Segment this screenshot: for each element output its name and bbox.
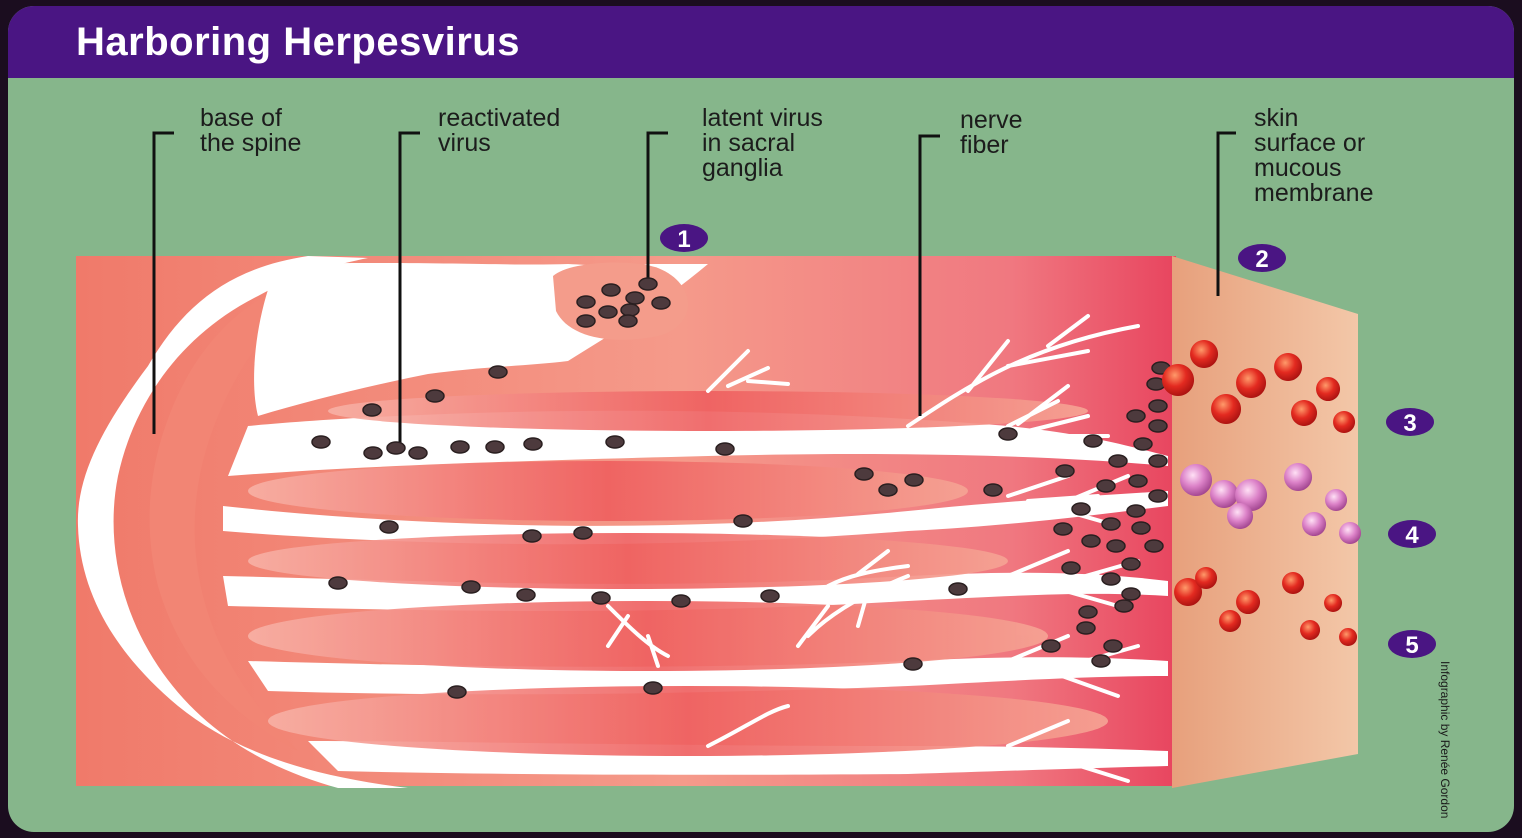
step-marker-5-label: 5 [1405, 632, 1418, 659]
label-nerve-fiber: nerve fiber [960, 108, 1023, 158]
label-reactivated-virus-line-1: reactivated [438, 106, 560, 131]
step-marker-5: 5 [1388, 630, 1436, 659]
label-reactivated-virus: reactivated virus [438, 106, 560, 156]
step-marker-3: 3 [1386, 408, 1434, 437]
step-marker-1: 1 [660, 224, 708, 253]
label-reactivated-virus-line-2: virus [438, 131, 560, 156]
step-marker-2-label: 2 [1255, 246, 1268, 273]
step-marker-4-label: 4 [1405, 522, 1419, 549]
label-base-of-spine-line-1: base of [200, 106, 301, 131]
label-latent-virus: latent virus in sacral ganglia [702, 106, 823, 181]
infographic-frame: Harboring Herpesvirus [8, 6, 1514, 832]
label-base-of-spine-line-2: the spine [200, 131, 301, 156]
label-latent-virus-line-1: latent virus [702, 106, 823, 131]
label-skin-surface: skin surface or mucous membrane [1254, 106, 1374, 206]
step-marker-4: 4 [1388, 520, 1436, 549]
skin-layer [1172, 256, 1358, 788]
step-marker-3-label: 3 [1403, 410, 1416, 437]
step-marker-2: 2 [1238, 244, 1286, 273]
label-skin-surface-line-1: skin [1254, 106, 1374, 131]
label-skin-surface-line-2: surface or [1254, 131, 1374, 156]
label-latent-virus-line-2: in sacral [702, 131, 823, 156]
label-latent-virus-line-3: ganglia [702, 156, 823, 181]
credit-text: Infographic by Renée Gordon [1438, 661, 1452, 811]
label-base-of-spine: base of the spine [200, 106, 301, 156]
label-skin-surface-line-3: mucous [1254, 156, 1374, 181]
label-nerve-fiber-line-2: fiber [960, 133, 1023, 158]
label-nerve-fiber-line-1: nerve [960, 108, 1023, 133]
step-marker-1-label: 1 [677, 226, 690, 253]
label-skin-surface-line-4: membrane [1254, 181, 1374, 206]
